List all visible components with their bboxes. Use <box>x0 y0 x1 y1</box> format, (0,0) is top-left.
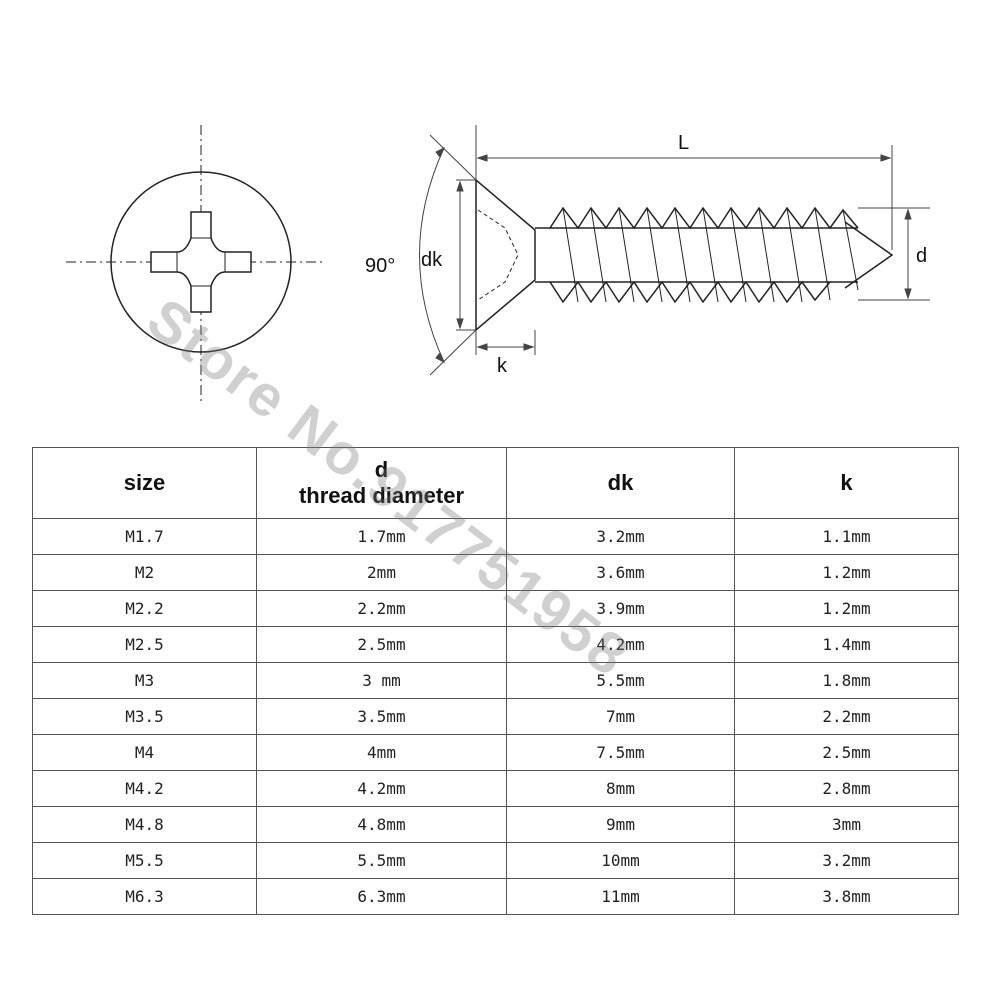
size-cell: M6.3 <box>32 878 257 915</box>
table-header-row: size d thread diameter dk k <box>32 447 959 519</box>
d-cell: 5.5mm <box>256 842 507 879</box>
k-cell: 3.8mm <box>734 878 959 915</box>
d-cell: 4mm <box>256 734 507 771</box>
k-cell: 1.2mm <box>734 590 959 627</box>
d-cell: 4.8mm <box>256 806 507 843</box>
header-thread-diameter: d thread diameter <box>256 447 507 519</box>
length-label: L <box>678 132 689 154</box>
d-cell: 2.5mm <box>256 626 507 663</box>
d-cell: 3 mm <box>256 662 507 699</box>
header-d-subtitle: thread diameter <box>298 483 465 508</box>
dk-cell: 9mm <box>506 806 735 843</box>
dk-cell: 3.6mm <box>506 554 735 591</box>
k-cell: 3.2mm <box>734 842 959 879</box>
size-cell: M3 <box>32 662 257 699</box>
d-cell: 1.7mm <box>256 518 507 555</box>
size-cell: M3.5 <box>32 698 257 735</box>
k-cell: 1.2mm <box>734 554 959 591</box>
k-cell: 2.2mm <box>734 698 959 735</box>
dk-cell: 3.9mm <box>506 590 735 627</box>
d-cell: 3.5mm <box>256 698 507 735</box>
k-cell: 2.8mm <box>734 770 959 807</box>
size-cell: M2 <box>32 554 257 591</box>
k-cell: 1.1mm <box>734 518 959 555</box>
k-cell: 1.8mm <box>734 662 959 699</box>
dk-cell: 3.2mm <box>506 518 735 555</box>
k-label: k <box>497 355 508 377</box>
header-d: d <box>374 457 389 482</box>
dk-label: dk <box>421 249 443 271</box>
screw-head-top-view <box>66 125 326 402</box>
screw-dimension-diagram: 90° dk k L d <box>66 125 930 402</box>
header-k: k <box>734 447 959 519</box>
dk-cell: 7.5mm <box>506 734 735 771</box>
size-cell: M4.8 <box>32 806 257 843</box>
header-size: size <box>32 447 257 519</box>
dimension-lines <box>419 125 930 376</box>
size-cell: M2.5 <box>32 626 257 663</box>
dk-cell: 7mm <box>506 698 735 735</box>
k-cell: 1.4mm <box>734 626 959 663</box>
d-cell: 2.2mm <box>256 590 507 627</box>
dk-cell: 8mm <box>506 770 735 807</box>
k-cell: 2.5mm <box>734 734 959 771</box>
diameter-label: d <box>916 245 927 267</box>
size-cell: M5.5 <box>32 842 257 879</box>
dk-cell: 11mm <box>506 878 735 915</box>
header-dk: dk <box>506 447 735 519</box>
k-cell: 3mm <box>734 806 959 843</box>
d-cell: 4.2mm <box>256 770 507 807</box>
size-cell: M4.2 <box>32 770 257 807</box>
screw-side-view <box>475 178 894 332</box>
d-cell: 6.3mm <box>256 878 507 915</box>
size-cell: M4 <box>32 734 257 771</box>
angle-label: 90° <box>365 255 395 277</box>
d-cell: 2mm <box>256 554 507 591</box>
size-cell: M2.2 <box>32 590 257 627</box>
size-cell: M1.7 <box>32 518 257 555</box>
dk-cell: 5.5mm <box>506 662 735 699</box>
dk-cell: 4.2mm <box>506 626 735 663</box>
dk-cell: 10mm <box>506 842 735 879</box>
